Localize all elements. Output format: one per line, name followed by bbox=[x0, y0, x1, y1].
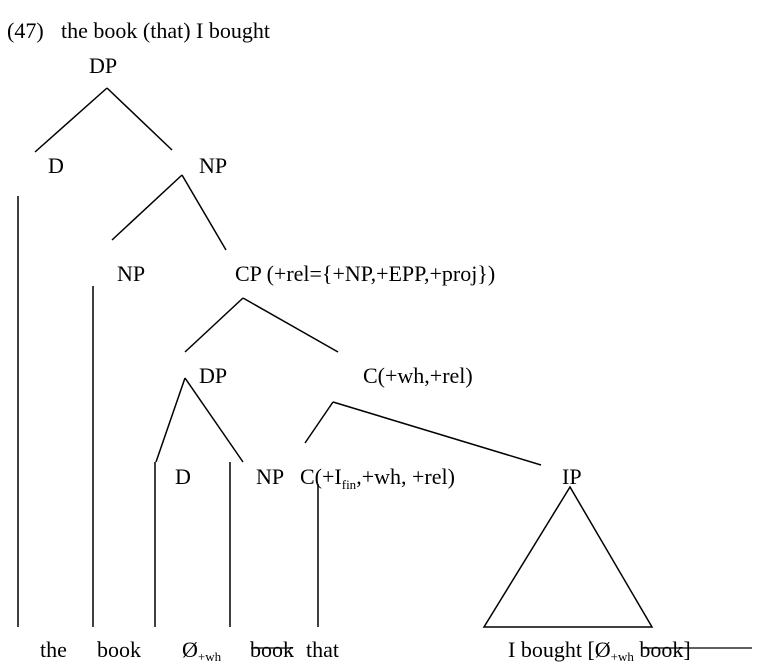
node-dp-rel: DP bbox=[199, 363, 227, 388]
node-dp-root: DP bbox=[89, 53, 117, 78]
word-the: the bbox=[40, 637, 67, 662]
branch-cbar-ip bbox=[332, 401, 542, 466]
branch-cp-cbar bbox=[242, 297, 339, 353]
branch-dp-np2 bbox=[184, 377, 244, 463]
branch-np-cp bbox=[181, 174, 227, 251]
node-np: NP bbox=[199, 153, 227, 178]
node-np-head: NP bbox=[117, 261, 145, 286]
branch-dp-d2 bbox=[155, 377, 186, 463]
word-that: that bbox=[306, 637, 339, 662]
example-number: (47) bbox=[7, 18, 44, 43]
node-d-rel: D bbox=[175, 464, 191, 489]
ip-triangle bbox=[482, 485, 654, 628]
word-book: book bbox=[97, 637, 141, 662]
node-np-rel: NP bbox=[256, 464, 284, 489]
branch-dp-d bbox=[34, 87, 108, 153]
node-c-bar: C(+wh,+rel) bbox=[363, 363, 473, 388]
branch-cbar-c bbox=[304, 401, 334, 444]
node-ip: IP bbox=[562, 464, 582, 489]
example-phrase: the book (that) I bought bbox=[61, 18, 270, 43]
node-cp: CP (+rel={+NP,+EPP,+proj}) bbox=[235, 261, 495, 286]
branch-cp-dp bbox=[184, 297, 244, 353]
branch-dp-np bbox=[106, 87, 173, 151]
node-c-head: C(+Ifin,+wh, +rel) bbox=[300, 464, 455, 492]
word-ip-string: I bought [Ø+wh book] bbox=[508, 637, 691, 664]
branch-np-np bbox=[111, 174, 183, 241]
word-null-operator: Ø+wh bbox=[182, 637, 222, 664]
word-book-deleted: book bbox=[250, 637, 294, 662]
node-d: D bbox=[48, 153, 64, 178]
